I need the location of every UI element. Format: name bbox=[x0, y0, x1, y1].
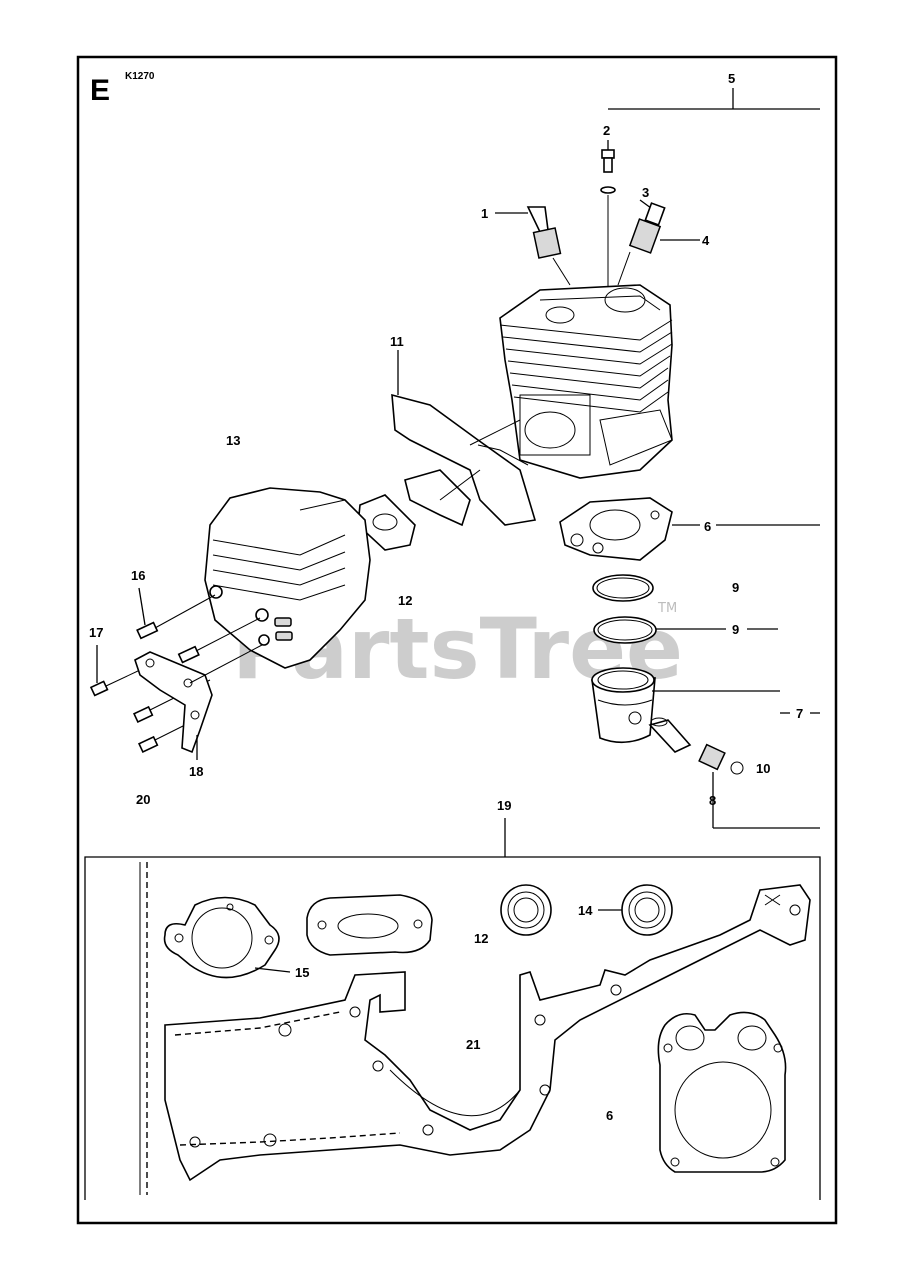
muffler-13 bbox=[204, 487, 371, 669]
page-frame bbox=[76, 55, 838, 1225]
callout-4: 4 bbox=[702, 233, 710, 248]
callout-14: 14 bbox=[578, 903, 593, 918]
callout-16: 16 bbox=[131, 568, 145, 583]
callout-8: 8 bbox=[709, 793, 716, 808]
cylinder-bracket-5 bbox=[608, 88, 820, 110]
callout-10: 10 bbox=[756, 761, 770, 776]
muffler-screws-16 bbox=[132, 587, 261, 753]
callout-2: 2 bbox=[603, 123, 610, 138]
piston-rings-9 bbox=[592, 574, 778, 644]
watermark-tm: TM bbox=[657, 601, 677, 616]
callout-6b: 6 bbox=[606, 1108, 613, 1123]
diagram-code: K1270 bbox=[125, 71, 155, 82]
piston-pin bbox=[648, 717, 692, 753]
callout-15: 15 bbox=[295, 965, 309, 980]
heat-shield-11 bbox=[391, 350, 537, 526]
muffler-bracket-18 bbox=[134, 644, 263, 760]
crankcase-gasket-21 bbox=[164, 884, 811, 1182]
section-letter: E bbox=[90, 74, 110, 107]
gasket-kit-box-19 bbox=[84, 818, 821, 1200]
piston-7 bbox=[591, 667, 820, 744]
callout-9b: 9 bbox=[732, 622, 739, 637]
callout-21: 21 bbox=[466, 1037, 480, 1052]
callout-20: 20 bbox=[136, 792, 150, 807]
callout-7: 7 bbox=[796, 706, 803, 721]
muffler-gasket bbox=[306, 894, 433, 956]
callout-12: 12 bbox=[398, 593, 412, 608]
bracket-screw-17 bbox=[89, 645, 141, 697]
circlip-10 bbox=[730, 761, 744, 775]
callout-3: 3 bbox=[642, 185, 649, 200]
callout-18: 18 bbox=[189, 764, 203, 779]
callout-12b: 12 bbox=[474, 931, 488, 946]
cylinder-gasket-6 bbox=[559, 497, 820, 561]
callout-6: 6 bbox=[704, 519, 711, 534]
callout-19: 19 bbox=[497, 798, 511, 813]
callout-11: 11 bbox=[390, 334, 404, 349]
decompression-valve-4 bbox=[617, 199, 700, 286]
callout-17: 17 bbox=[89, 625, 103, 640]
cylinder-base-gasket-6 bbox=[657, 1011, 787, 1173]
callout-9a: 9 bbox=[732, 580, 739, 595]
cylinder-gasket-15 bbox=[163, 896, 291, 979]
cylinder bbox=[499, 284, 673, 479]
callout-5: 5 bbox=[728, 71, 735, 86]
spark-plug-1 bbox=[495, 206, 571, 286]
muffler-gasket-12 bbox=[357, 469, 481, 551]
crankshaft-seal-12 bbox=[500, 884, 552, 936]
callout-1: 1 bbox=[481, 206, 488, 221]
crankshaft-seal-14 bbox=[598, 884, 673, 936]
callout-13: 13 bbox=[226, 433, 240, 448]
needle-bearing-8 bbox=[698, 743, 820, 829]
